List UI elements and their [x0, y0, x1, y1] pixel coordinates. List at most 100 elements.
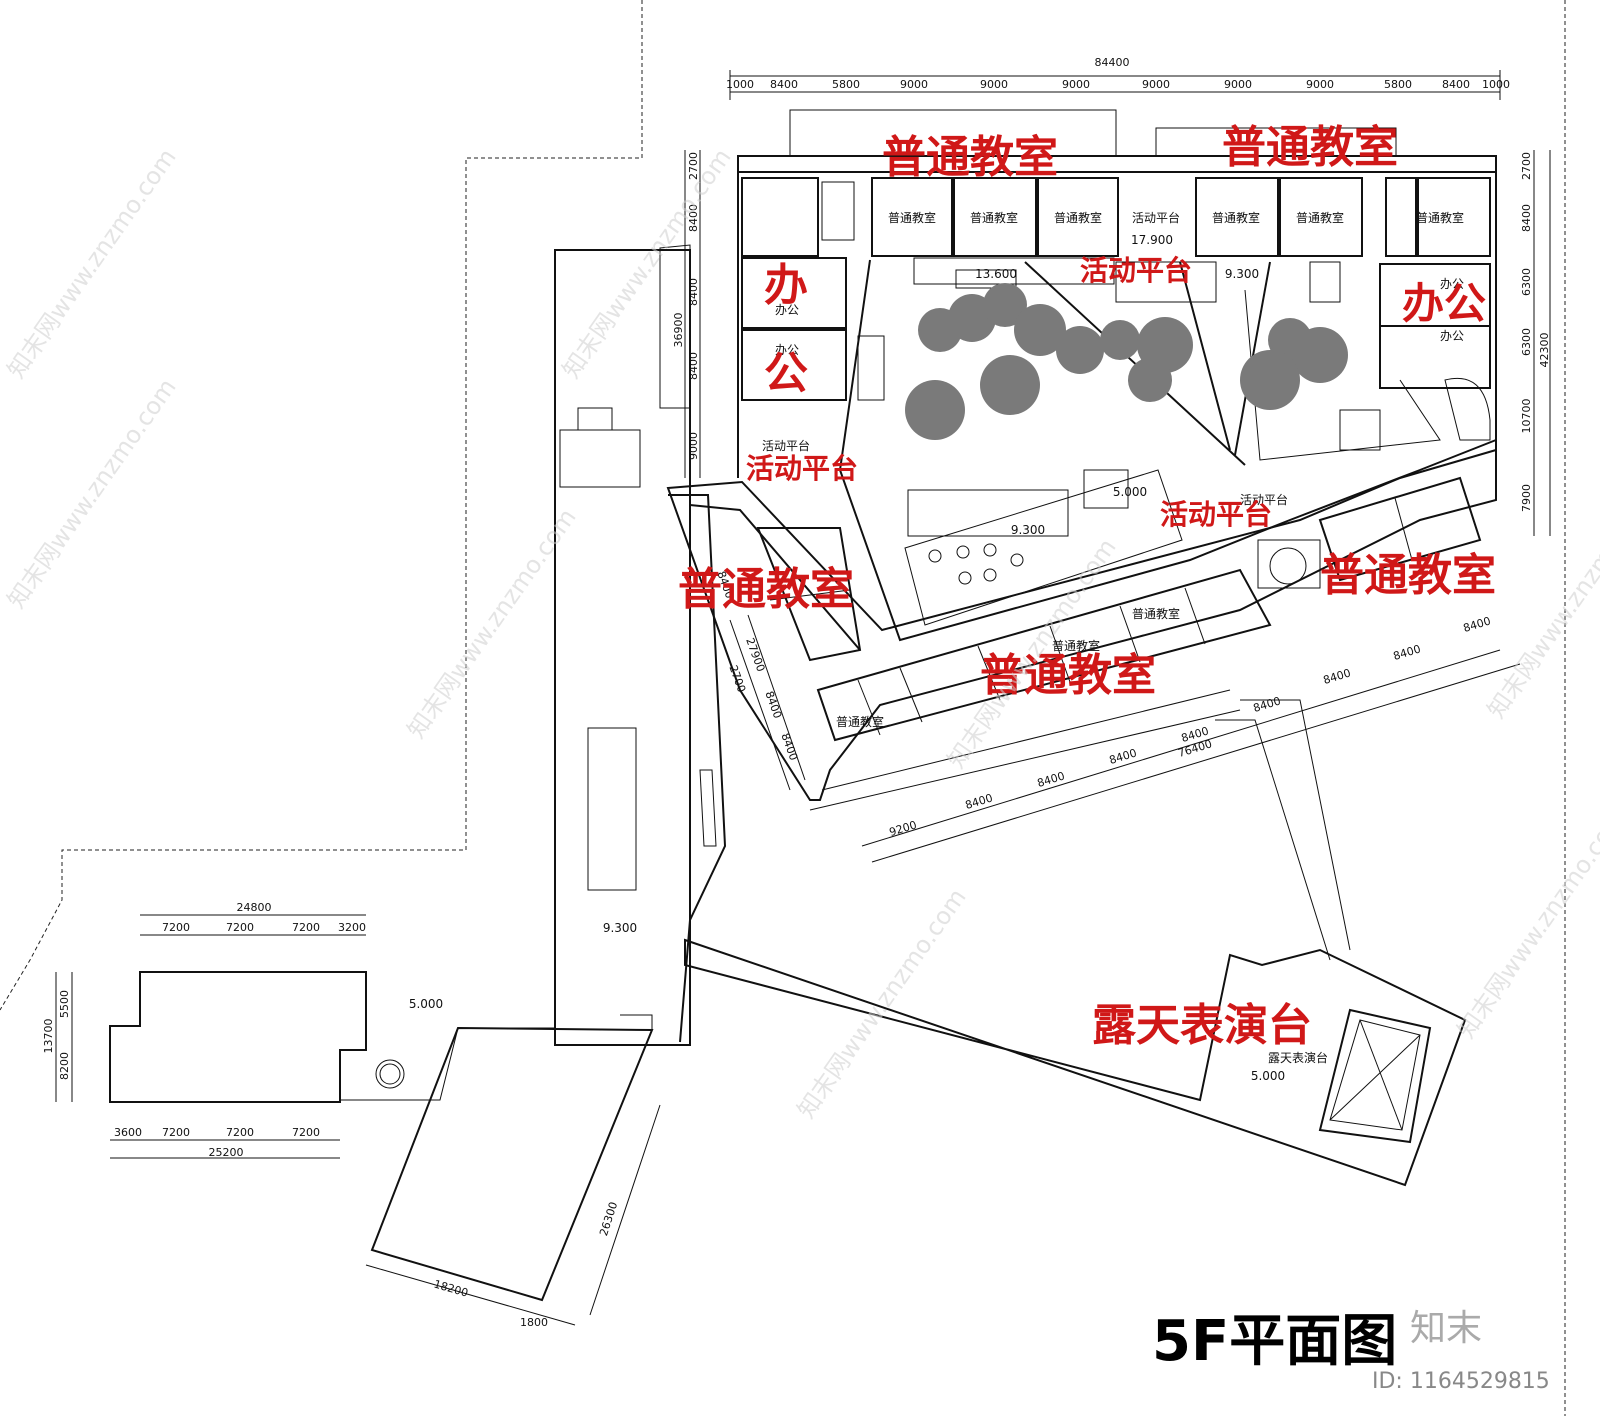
- dim-lb-bot-total: 25200: [209, 1146, 244, 1159]
- red-stage: 露天表演台: [1092, 1000, 1312, 1051]
- dim-lb-top-total: 24800: [237, 901, 272, 914]
- label-office-l2: 办公: [775, 342, 799, 357]
- classroom-small-4: 普通教室: [1296, 210, 1344, 225]
- red-classroom-3: 普通教室: [678, 564, 854, 615]
- dim-bb-2: 1800: [520, 1316, 548, 1329]
- classroom-small-6: 普通教室: [1052, 638, 1100, 653]
- red-activity-left: 活动平台: [746, 452, 858, 485]
- dim-right-4: 10700: [1520, 399, 1533, 434]
- dim-top-0: 1000: [726, 78, 754, 91]
- elevation-3: 5.000: [1113, 485, 1147, 499]
- dim-lb-side-1: 8200: [58, 1052, 71, 1080]
- elevation-4: 9.300: [1011, 523, 1045, 537]
- dim-top-5: 9000: [1062, 78, 1090, 91]
- watermark-7: 知末网www.znzmo.com: [1452, 804, 1600, 1044]
- red-office-right: 办公: [1402, 279, 1486, 328]
- dim-top-total: 84400: [1095, 56, 1130, 69]
- label-stage-small: 露天表演台: [1268, 1050, 1328, 1065]
- dim-top-6: 9000: [1142, 78, 1170, 91]
- classroom-small-1: 普通教室: [970, 210, 1018, 225]
- dim-lb-top-2: 7200: [292, 921, 320, 934]
- stage-block: [684, 938, 1467, 1187]
- dim-right-3: 6300: [1520, 328, 1533, 356]
- red-activity-top: 活动平台: [1080, 254, 1192, 287]
- dim-bw-5: 8400: [1252, 694, 1283, 715]
- red-classroom-4: 普通教室: [1320, 550, 1496, 601]
- north-wing: [737, 109, 1497, 642]
- dimension-lines: [55, 70, 1551, 1326]
- classroom-small-8: 普通教室: [836, 714, 884, 729]
- dim-top-1: 8400: [770, 78, 798, 91]
- classroom-small-2: 普通教室: [1054, 210, 1102, 225]
- dim-bw-2: 8400: [1036, 769, 1067, 790]
- dim-lb-side-total: 13700: [42, 1019, 55, 1054]
- dim-top-10: 8400: [1442, 78, 1470, 91]
- label-office-r1: 办公: [1440, 276, 1464, 291]
- dim-top-2: 5800: [832, 78, 860, 91]
- elevation-2: 9.300: [1225, 267, 1259, 281]
- dim-left-2: 8400: [687, 278, 700, 306]
- lower-left-block: [109, 971, 654, 1302]
- watermark-6: 知末网www.znzmo.com: [1482, 484, 1600, 724]
- label-office-r2: 办公: [1440, 328, 1464, 343]
- classroom-small-5: 普通教室: [1416, 210, 1464, 225]
- west-structure: [554, 244, 727, 1046]
- dim-bw-3: 8400: [1108, 746, 1139, 767]
- dim-bw-0: 9200: [888, 818, 919, 839]
- dim-left-4: 9000: [687, 432, 700, 460]
- dim-bw-8: 8400: [1462, 614, 1493, 635]
- dim-left-3: 8400: [687, 352, 700, 380]
- dim-right-0: 2700: [1520, 152, 1533, 180]
- page-title: 5F平面图: [1152, 1309, 1397, 1374]
- dim-mid-3: 8400: [762, 689, 784, 720]
- classroom-small-3: 普通教室: [1212, 210, 1260, 225]
- red-classroom-5: 普通教室: [980, 650, 1156, 701]
- dim-top-11: 1000: [1482, 78, 1510, 91]
- dim-left-0: 2700: [687, 152, 700, 180]
- dim-top-3: 9000: [900, 78, 928, 91]
- classroom-small-labels: 普通教室普通教室普通教室普通教室普通教室普通教室普通教室普通教室普通教室: [836, 210, 1464, 729]
- dim-lb-top-3: 3200: [338, 921, 366, 934]
- top-dims: 1000 8400 5800 9000 9000 9000 9000 9000 9000 5800…: [726, 78, 1510, 91]
- dim-right-total: 42300: [1538, 333, 1551, 368]
- dim-top-9: 5800: [1384, 78, 1412, 91]
- dim-top-4: 9000: [980, 78, 1008, 91]
- dim-lb-bot-0: 3600: [114, 1126, 142, 1139]
- dim-mid-2: 2700: [726, 663, 748, 694]
- red-classroom-2: 普通教室: [1222, 122, 1398, 173]
- left-dims: 2700 8400 8400 8400 9000 36900: [672, 152, 700, 460]
- dim-bb-1: 18200: [432, 1278, 469, 1300]
- dim-mid-4: 8400: [778, 731, 800, 762]
- red-office-char2: 公: [764, 348, 808, 399]
- dim-right-2: 6300: [1520, 268, 1533, 296]
- dim-bw-1: 8400: [964, 791, 995, 812]
- watermark-2: 知末网www.znzmo.com: [557, 144, 737, 384]
- site-boundary: [0, 0, 1566, 1416]
- dim-top-7: 9000: [1224, 78, 1252, 91]
- dim-lb-bot-3: 7200: [292, 1126, 320, 1139]
- dim-bb-0: 26300: [597, 1200, 620, 1237]
- dim-left-total: 36900: [672, 313, 685, 348]
- dim-left-1: 8400: [687, 204, 700, 232]
- dim-lb-top-1: 7200: [226, 921, 254, 934]
- trees: [905, 283, 1348, 440]
- dim-top-8: 9000: [1306, 78, 1334, 91]
- label-activity-top: 活动平台: [1132, 210, 1180, 225]
- watermark-brand: 知末: [1410, 1308, 1482, 1349]
- watermark-id: ID: 1164529815: [1372, 1369, 1550, 1394]
- label-activity-mid: 活动平台: [1240, 492, 1288, 507]
- watermark-5: 知末网www.znzmo.com: [792, 884, 972, 1124]
- dim-bw-7: 8400: [1392, 642, 1423, 663]
- red-activity-mid: 活动平台: [1160, 498, 1272, 531]
- dim-right-1: 8400: [1520, 204, 1533, 232]
- elevation-5: 5.000: [1251, 1069, 1285, 1083]
- red-classroom-1: 普通教室: [882, 132, 1058, 183]
- south-wing: [666, 448, 1497, 961]
- classroom-small-0: 普通教室: [888, 210, 936, 225]
- red-office-char1: 办: [764, 260, 808, 311]
- label-activity-left: 活动平台: [762, 438, 810, 453]
